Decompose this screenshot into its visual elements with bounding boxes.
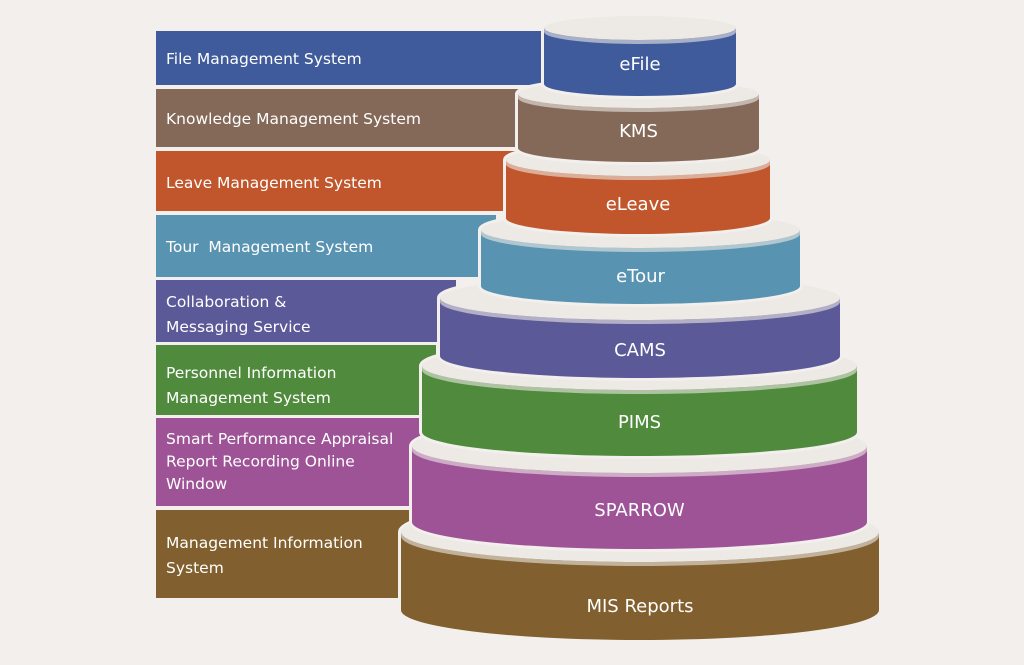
description-text-line: Collaboration &	[166, 293, 286, 311]
description-text-line: Window	[166, 475, 227, 493]
cylinder-tier-efile: eFile	[541, 13, 739, 99]
description-box-bg	[156, 89, 536, 147]
description-text-line: Tour Management System	[165, 238, 373, 256]
description-box-cams: Collaboration & Messaging Service	[156, 280, 456, 342]
cylinder-rim-band	[544, 28, 736, 44]
description-text-line: Smart Performance Appraisal	[166, 430, 393, 448]
description-box-bg	[156, 345, 436, 415]
description-text-line: Personnel Information	[166, 364, 336, 382]
cylinder-rim-band	[481, 230, 800, 252]
description-text-line: Messaging Service	[166, 318, 311, 336]
description-box-bg	[156, 151, 526, 211]
cylinder-label: eTour	[616, 266, 665, 287]
cylinder-body	[544, 28, 736, 96]
cylinder-tier-cams: CAMS	[437, 273, 843, 381]
cylinder-label: SPARROW	[594, 500, 685, 521]
cylinder-label: CAMS	[614, 340, 666, 361]
description-box-efile: File Management System	[156, 31, 556, 85]
description-text-line: System	[166, 559, 224, 577]
cylinder-label: eFile	[619, 54, 660, 75]
cylinder-rim-band	[440, 298, 840, 324]
description-text-line: Management Information	[166, 534, 363, 552]
description-box-bg	[156, 280, 456, 342]
cylinder-label: KMS	[619, 121, 658, 142]
description-box-etour: Tour Management System	[156, 215, 496, 277]
description-box-kms: Knowledge Management System	[156, 89, 536, 147]
description-box-bg	[156, 418, 426, 506]
cylinder-rim-band	[506, 160, 770, 180]
cylinder-rim-band	[518, 94, 759, 112]
cylinder-label: PIMS	[618, 412, 661, 433]
cylinder-stack: MIS Reports SPARROW PIMS CAMS eTour eLeave KMS…	[398, 13, 882, 643]
description-box-eleave: Leave Management System	[156, 151, 526, 211]
cylinder-rim-band	[422, 366, 857, 395]
cylinder-label: MIS Reports	[586, 596, 693, 617]
cylinder-label: eLeave	[606, 194, 671, 215]
cylinder-top	[544, 16, 736, 40]
description-box-bg	[156, 215, 496, 277]
description-box-bg	[156, 510, 416, 598]
description-text-line: Management System	[166, 389, 331, 407]
description-box-bg	[156, 31, 556, 85]
description-text-line: Report Recording Online	[166, 453, 355, 471]
description-text-line: Knowledge Management System	[166, 110, 421, 128]
description-text-line: File Management System	[166, 50, 362, 68]
cylinder-body	[518, 94, 759, 163]
cylinder-body	[506, 160, 770, 234]
description-text-line: Leave Management System	[166, 174, 382, 192]
